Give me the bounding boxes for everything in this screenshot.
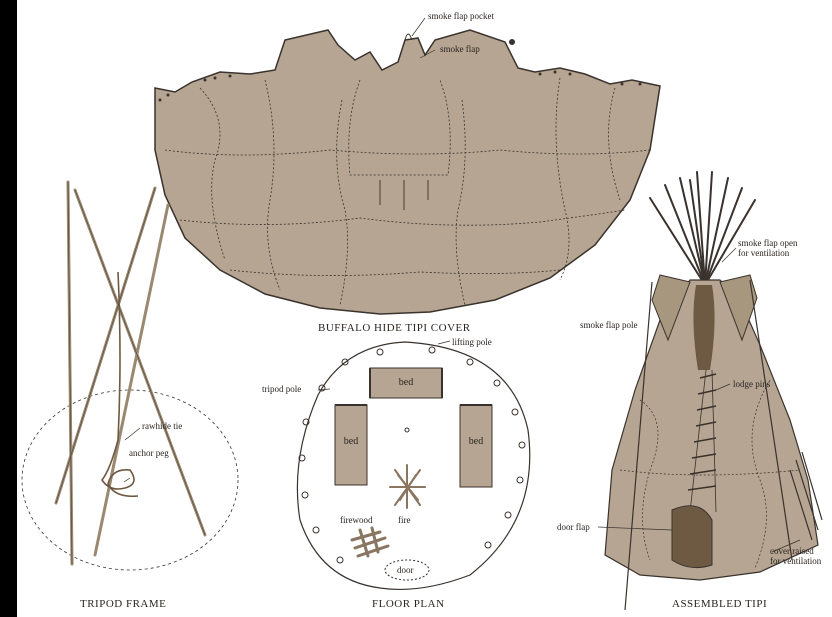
label-smoke-flap: smoke flap	[440, 44, 480, 54]
label-lifting-pole: lifting pole	[452, 337, 492, 347]
label-firewood: firewood	[340, 515, 373, 525]
label-smoke-flap-open-line2: for ventilation	[738, 248, 789, 258]
label-smoke-flap-pole: smoke flap pole	[580, 320, 638, 330]
label-door: door	[397, 565, 414, 575]
label-cover-raised-line2: for ventilation	[770, 556, 821, 566]
label-smoke-flap-pocket: smoke flap pocket	[428, 11, 494, 21]
floor-plan-caption: FLOOR PLAN	[372, 598, 445, 610]
tripod-caption: TRIPOD FRAME	[80, 598, 166, 610]
label-bed-left: bed	[335, 436, 367, 447]
label-lodge-pins: lodge pins	[733, 379, 770, 389]
label-cover-raised-line1: cover raised	[770, 546, 814, 556]
assembled-caption: ASSEMBLED TIPI	[672, 598, 767, 610]
label-cover-raised: cover raised for ventilation	[770, 546, 821, 566]
label-fire: fire	[398, 515, 411, 525]
label-rawhide-tie: rawhide tie	[142, 421, 182, 431]
label-smoke-flap-open-line1: smoke flap open	[738, 238, 797, 248]
label-tripod-pole: tripod pole	[262, 384, 301, 394]
label-door-flap: door flap	[557, 522, 590, 532]
label-smoke-flap-open: smoke flap open for ventilation	[738, 238, 797, 258]
label-anchor-peg: anchor peg	[129, 448, 169, 458]
label-bed-right: bed	[460, 436, 492, 447]
label-bed-top: bed	[370, 377, 442, 388]
cover-caption: BUFFALO HIDE TIPI COVER	[318, 322, 471, 334]
buffalo-hide-cover	[155, 18, 660, 314]
